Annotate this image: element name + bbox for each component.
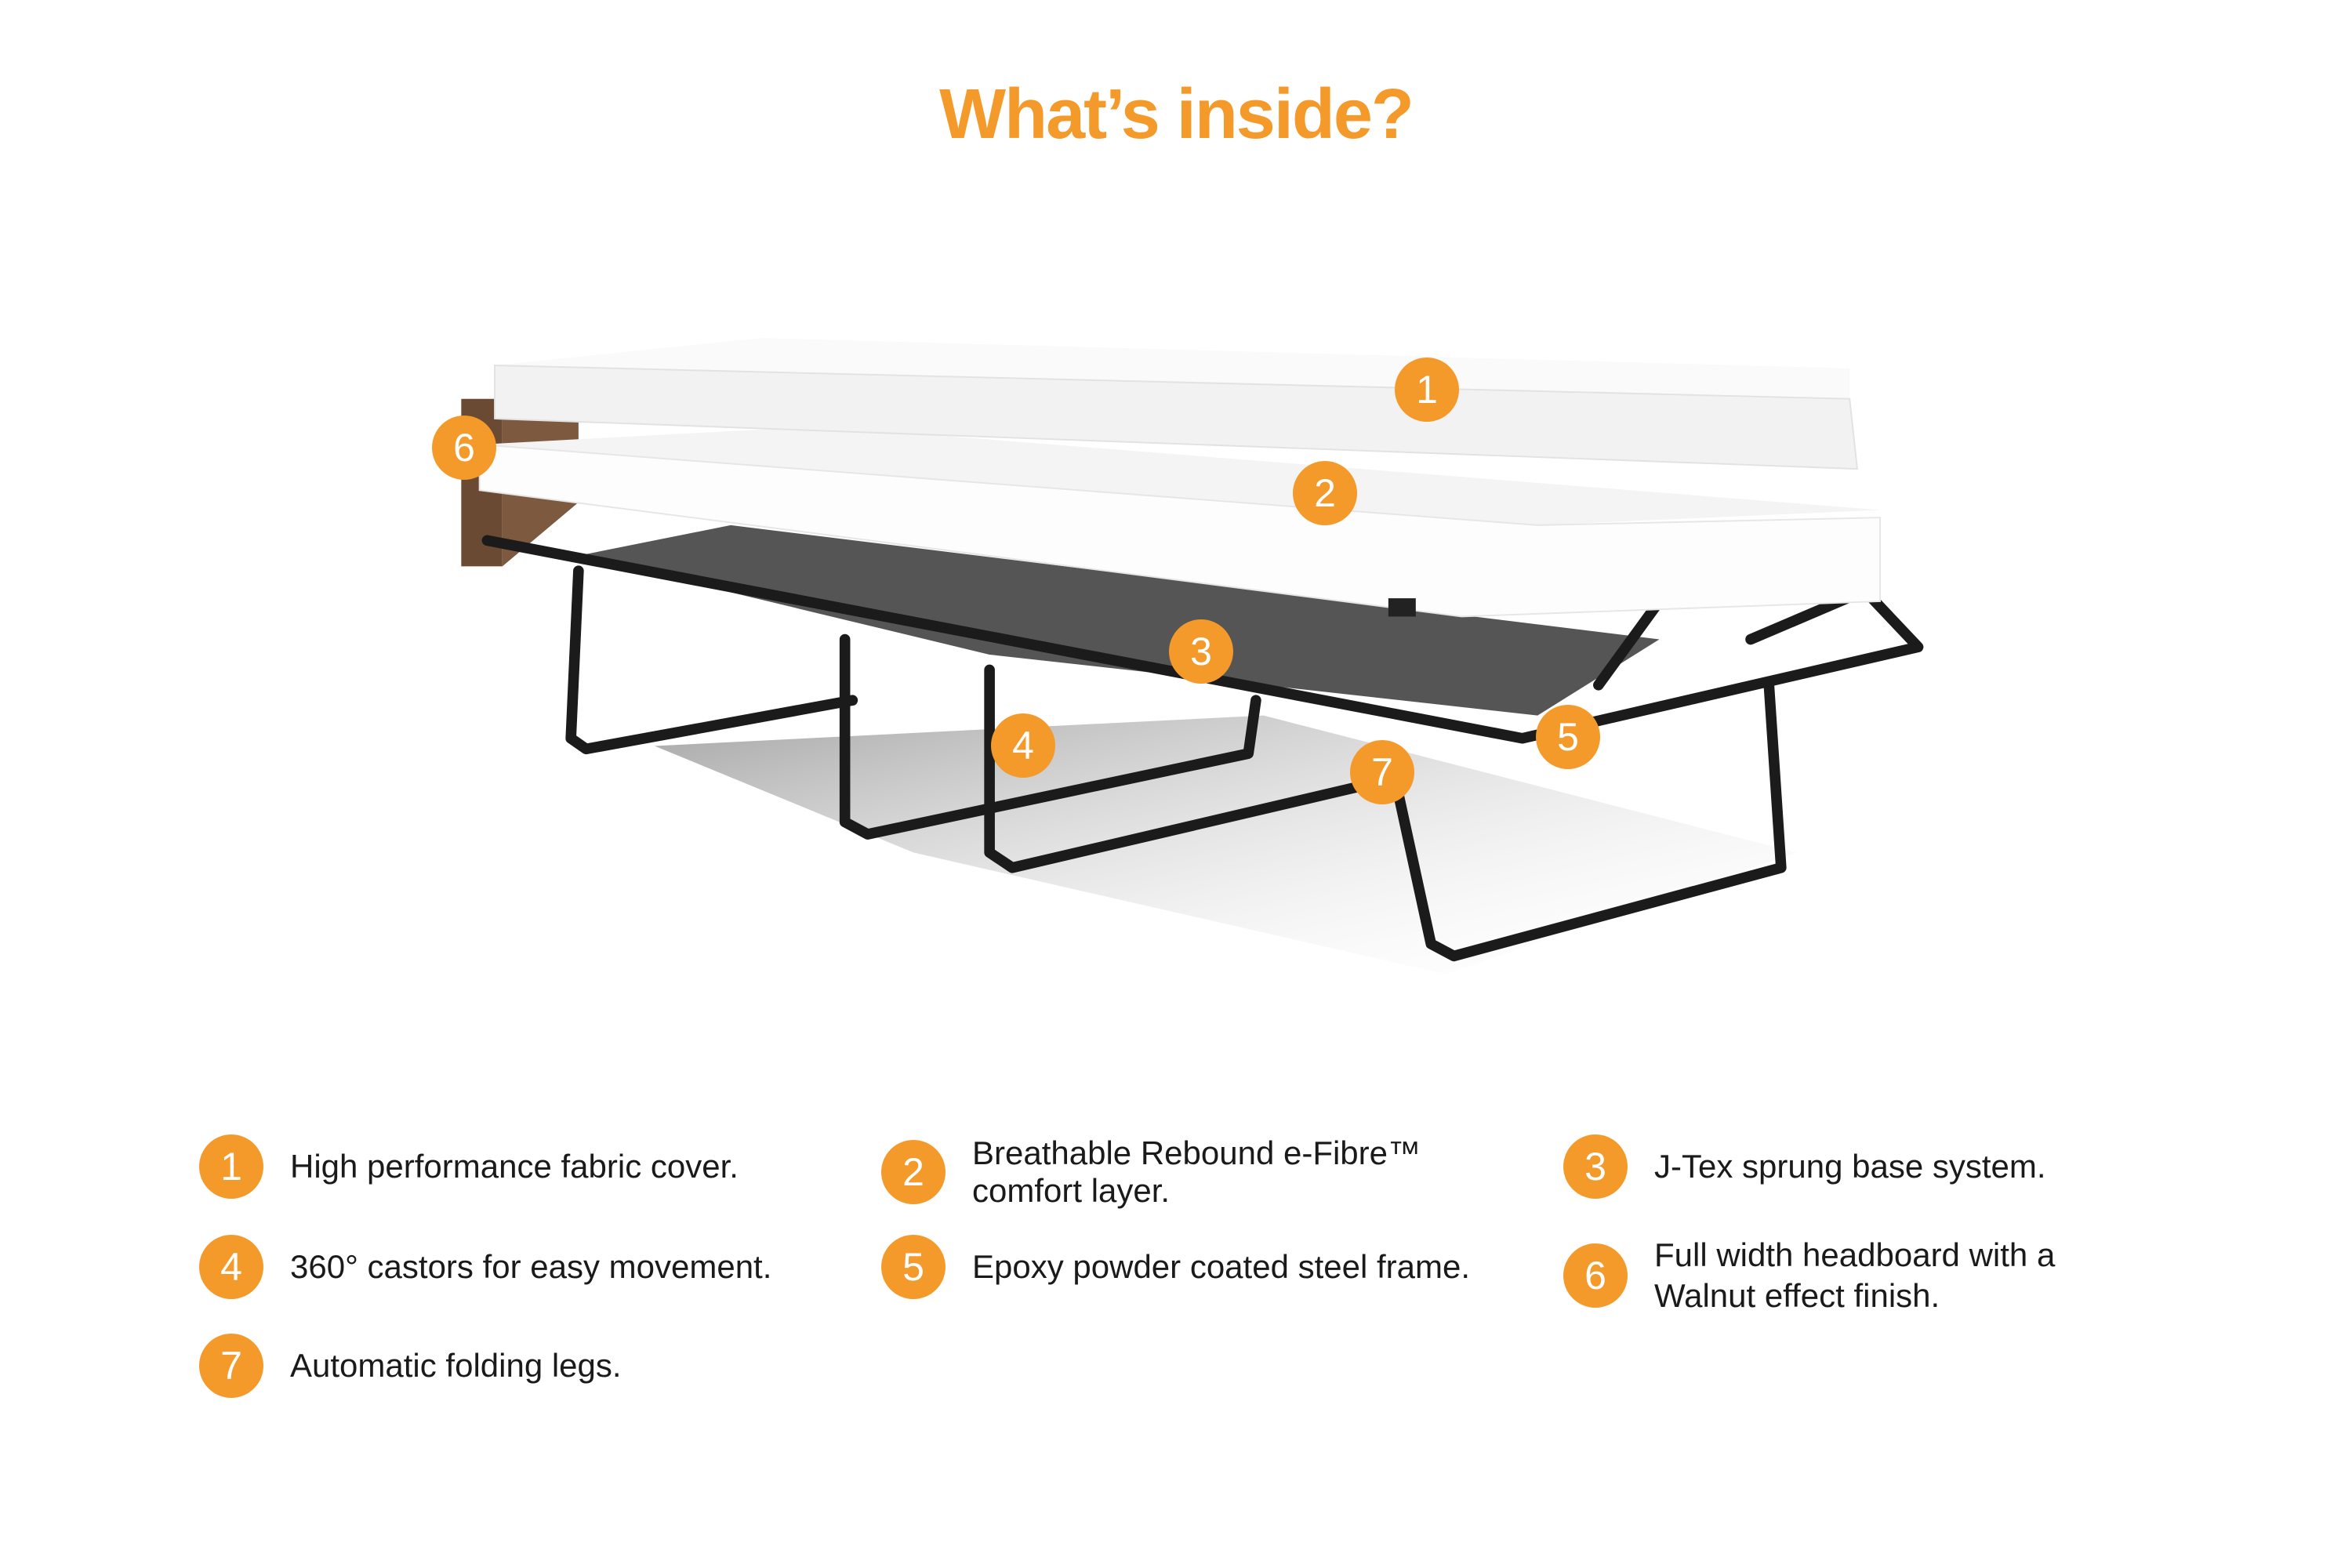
- legend-text: Epoxy powder coated steel frame.: [972, 1248, 1471, 1285]
- legend-badge: 3: [1563, 1134, 1628, 1199]
- callout-badge-3: 3: [1169, 619, 1233, 684]
- legend-badge: 6: [1563, 1243, 1628, 1308]
- legend-text: Full width headboard with a Walnut effec…: [1654, 1236, 2056, 1314]
- legend-text: J-Tex sprung base system.: [1654, 1148, 2046, 1185]
- callout-badge-2: 2: [1293, 461, 1357, 525]
- legend-item-3: 3 J-Tex sprung base system.: [1563, 1134, 2046, 1199]
- legend-item-4: 4 360° castors for easy movement.: [199, 1235, 771, 1299]
- legend-item-6: 6 Full width headboard with a Walnut eff…: [1563, 1235, 2093, 1316]
- floor-shadow: [654, 715, 1797, 975]
- legend-badge: 4: [199, 1235, 263, 1299]
- legend-badge: 2: [881, 1140, 946, 1204]
- legend-text: 360° castors for easy movement.: [290, 1248, 772, 1285]
- comfort-layer-top: [479, 426, 1881, 525]
- legend-badge: 7: [199, 1334, 263, 1398]
- callout-badge-1: 1: [1395, 358, 1459, 422]
- legend-item-5: 5 Epoxy powder coated steel frame.: [881, 1235, 1470, 1299]
- comfort-layer-side: [478, 443, 1882, 618]
- callout-badge-4: 4: [991, 713, 1055, 778]
- fabric-cover-top: [495, 338, 1850, 399]
- brand-label: [1388, 598, 1416, 617]
- callout-badge-7: 7: [1350, 740, 1414, 804]
- legend-item-7: 7 Automatic folding legs.: [199, 1334, 622, 1398]
- base-fabric: [578, 524, 1660, 716]
- legend-text: Breathable Rebound e-Fibre™ comfort laye…: [972, 1134, 1421, 1209]
- legend-item-1: 1 High performance fabric cover.: [199, 1134, 739, 1199]
- callout-badge-6: 6: [432, 416, 496, 480]
- legend-badge: 5: [881, 1235, 946, 1299]
- callout-badge-5: 5: [1536, 705, 1600, 769]
- legend-item-2: 2 Breathable Rebound e-Fibre™ comfort la…: [881, 1134, 1458, 1210]
- legend-text: Automatic folding legs.: [290, 1347, 622, 1384]
- legend-badge: 1: [199, 1134, 263, 1199]
- page-title: What’s inside?: [939, 75, 1414, 154]
- legend-text: High performance fabric cover.: [290, 1148, 739, 1185]
